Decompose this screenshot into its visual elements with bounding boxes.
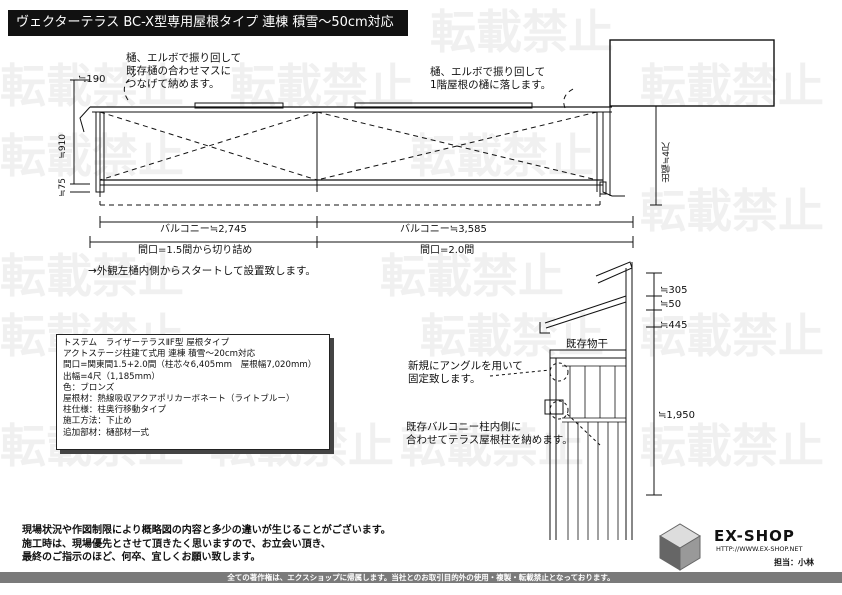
brand-url: HTTP://WWW.EX-SHOP.NET	[716, 545, 803, 553]
staff-label: 担当：小林	[774, 558, 814, 567]
watermark: 転載禁止	[0, 249, 184, 303]
start-note: →外観左樋内側からスタートして設置致します。	[88, 265, 316, 277]
column-note: 既存バルコニー柱内側に 合わせてテラス屋根柱を納めます。	[406, 421, 573, 446]
disclaimer: 現場状況や作図制限により概略図の内容と多少の違いが生じることがございます。 施工…	[22, 525, 391, 563]
balcony-left-dim: バルコニー≒2,745	[160, 224, 247, 235]
drawing-title: ヴェクターテラス BC-X型専用屋根タイプ 連棟 積雪〜50cm対応	[8, 10, 408, 36]
spec-line: 屋根材：熱線吸収アクアポリカーボネート（ライトブルー）	[63, 394, 295, 405]
watermark: 転載禁止	[0, 59, 184, 113]
copyright-footer: 全ての著作権は、エクスショップに帰属します。当社とのお取引目的外の使用・複製・転…	[0, 572, 842, 583]
watermark: 転載禁止	[420, 309, 604, 363]
existing-clothesline-note: 既存物干	[566, 338, 608, 350]
span-left-dim: 間口=1.5間から切り詰め	[138, 245, 253, 256]
dim-445: ≒445	[660, 320, 688, 331]
balcony-right-dim: バルコニー≒3,585	[400, 224, 487, 235]
spec-line: アクトステージ柱建て式用 連棟 積雪〜20cm対応	[63, 349, 256, 360]
spec-line: 施工方法：下止め	[63, 416, 132, 427]
spec-line: トステム ライザーテラスⅡF型 屋根タイプ	[63, 338, 230, 348]
dim-910: ≒910	[58, 134, 68, 159]
brand-name: EX-SHOP	[714, 527, 795, 545]
watermark: 転載禁止	[0, 129, 184, 183]
spec-line: 色：ブロンズ	[63, 382, 115, 393]
spec-box: トステム ライザーテラスⅡF型 屋根タイプ アクトステージ柱建て式用 連棟 積雪…	[56, 334, 330, 450]
left-gutter-note: 樋、エルボで振り回して 既存樋の合わせマスに つなげて納めます。	[126, 52, 242, 90]
watermark: 転載禁止	[640, 419, 824, 473]
dim-50: ≒50	[660, 299, 682, 310]
watermark: 転載禁止	[230, 59, 414, 113]
dim-305: ≒305	[660, 285, 688, 296]
watermark: 転載禁止	[640, 309, 824, 363]
spec-line: 柱仕様：柱奥行移動タイプ	[63, 405, 167, 416]
watermark: 転載禁止	[640, 184, 824, 238]
watermark: 転載禁止	[430, 5, 614, 59]
dim-75: ≒75	[58, 178, 68, 198]
spec-line: 追加部材：樋部材一式	[63, 427, 149, 438]
spec-line: 間口=関東間1.5+2.0間（柱芯々6,405mm 屋根幅7,020mm）	[63, 360, 317, 371]
watermark: 転載禁止	[380, 249, 564, 303]
angle-note: 新規にアングルを用いて 固定致します。	[408, 360, 523, 385]
watermark: 転載禁止	[410, 129, 594, 183]
watermark: 転載禁止	[400, 419, 584, 473]
dim-190: ≒190	[78, 74, 106, 85]
dim-1950: ≒1,950	[658, 410, 696, 421]
spec-line: 出幅=4尺（1,185mm）	[63, 371, 160, 382]
projection-label: 出幅≒4尺	[662, 142, 672, 183]
right-gutter-note: 樋、エルボで振り回して 1階屋根の樋に落します。	[430, 66, 552, 91]
span-right-dim: 間口=2.0間	[420, 245, 475, 256]
watermark: 転載禁止	[640, 59, 824, 113]
